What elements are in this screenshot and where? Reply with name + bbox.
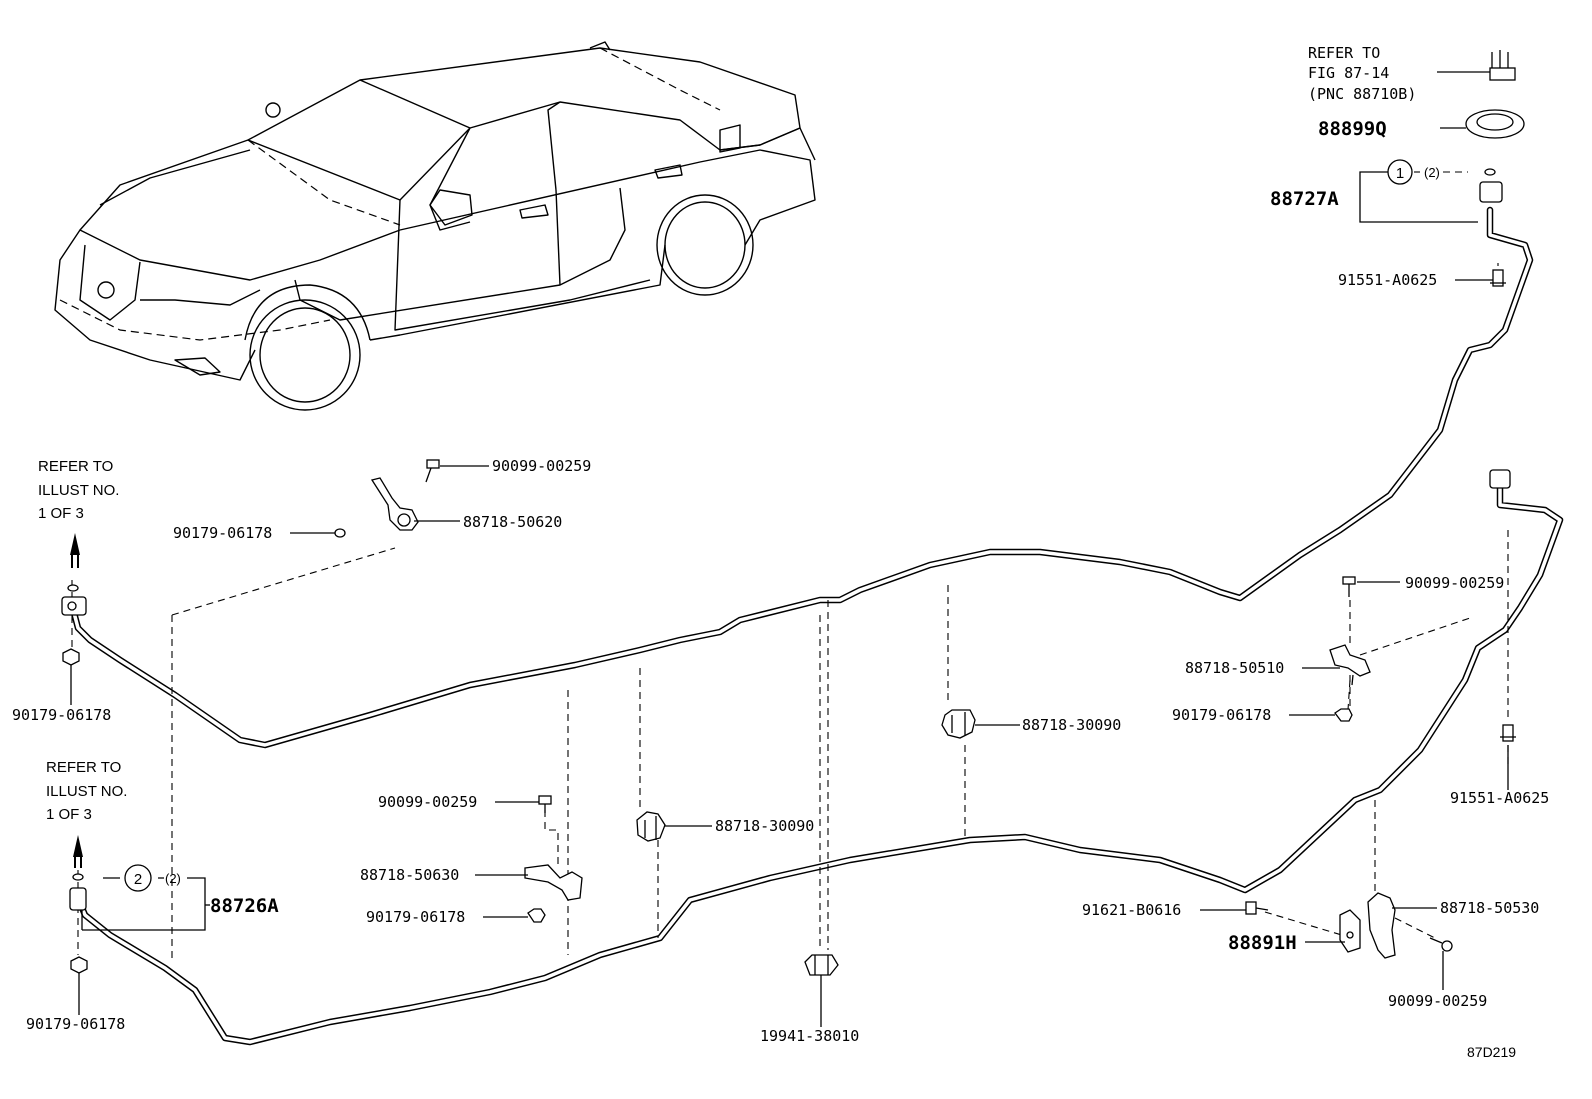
ref-circle-2: 2 (2) (124, 864, 181, 892)
ref-circle-1: 1 (2) (1387, 159, 1468, 185)
bolt-90099-c (538, 795, 552, 813)
clamp-88718-50620 (370, 477, 419, 531)
clamp-88718-50510 (1329, 644, 1371, 686)
clip-88718-30090-a (941, 709, 976, 739)
label-90099-c: 90099-00259 (378, 793, 477, 811)
label-90099-d: 90099-00259 (1388, 992, 1487, 1010)
upper-pipe (68, 206, 1534, 749)
svg-text:(PNC 88710B): (PNC 88710B) (1308, 85, 1416, 103)
clamp-88718-50530 (1367, 892, 1396, 959)
svg-text:ILLUST NO.: ILLUST NO. (46, 783, 127, 800)
label-91551-top: 91551-A0625 (1338, 271, 1437, 289)
clamp-88718-50630 (524, 864, 583, 901)
bolt-91551-right (1500, 724, 1516, 742)
nut-90179-left-upper (62, 648, 80, 666)
label-90099-a: 90099-00259 (492, 457, 591, 475)
label-91621: 91621-B0616 (1082, 901, 1181, 919)
clip-88718-30090-b (636, 811, 666, 842)
label-88718-50630: 88718-50630 (360, 866, 459, 884)
label-88726a: 88726A (210, 895, 279, 917)
svg-text:REFER TO: REFER TO (1308, 44, 1380, 62)
bolt-90099-d (1429, 937, 1453, 952)
vehicle-illustration (54, 41, 816, 411)
label-88718-30090-b: 88718-30090 (715, 817, 814, 835)
refer-note-left-lower: REFER TO ILLUST NO. 1 OF 3 (46, 759, 127, 823)
nut-90179-a (334, 528, 346, 538)
label-90179-b: 90179-06178 (12, 706, 111, 724)
label-91551-right: 91551-A0625 (1450, 789, 1549, 807)
svg-text:1: 1 (1396, 165, 1404, 182)
label-90179-c: 90179-06178 (1172, 706, 1271, 724)
bolt-91621 (1245, 901, 1269, 915)
refer-note-left-upper: REFER TO ILLUST NO. 1 OF 3 (38, 458, 119, 522)
svg-text:REFER TO: REFER TO (46, 759, 121, 776)
label-88718-50620: 88718-50620 (463, 513, 562, 531)
bracket-88891h (1339, 909, 1361, 953)
label-90179-d: 90179-06178 (366, 908, 465, 926)
bolt-91551-top (1490, 269, 1506, 287)
svg-text:2: 2 (134, 871, 142, 888)
o-ring-small-top (1484, 168, 1496, 176)
gasket-88899q (1465, 109, 1525, 139)
bolt-90099-b (1342, 576, 1356, 597)
svg-text:REFER TO: REFER TO (38, 458, 113, 475)
refer-note-top-right: REFER TO FIG 87-14 (PNC 88710B) (1308, 44, 1416, 103)
svg-text:1 OF 3: 1 OF 3 (38, 505, 84, 522)
svg-text:(2): (2) (1424, 165, 1440, 180)
pipe-fitting-top (1479, 181, 1503, 203)
figure-id: 87D219 (1467, 1044, 1516, 1060)
nut-90179-left-lower (70, 956, 88, 974)
svg-text:1 OF 3: 1 OF 3 (46, 806, 92, 823)
lower-pipe (74, 474, 1564, 1046)
bolt-90099-a (425, 459, 440, 483)
arrow-up-icon-upper (70, 533, 80, 568)
label-88727a: 88727A (1270, 188, 1339, 210)
arrow-up-icon-lower (73, 835, 83, 868)
label-88899q: 88899Q (1318, 118, 1387, 140)
expansion-valve-connector (1489, 50, 1516, 81)
leader-lines (70, 71, 1509, 1027)
pipe-fitting-right (1489, 469, 1511, 489)
clip-19941-38010 (804, 954, 839, 976)
nut-90179-c (1334, 708, 1353, 722)
label-19941: 19941-38010 (760, 1027, 859, 1045)
label-90099-b: 90099-00259 (1405, 574, 1504, 592)
pipe-fitting-left-upper (61, 584, 87, 616)
label-88718-50530: 88718-50530 (1440, 899, 1539, 917)
pipe-fitting-left-lower (69, 873, 87, 911)
svg-text:FIG 87-14: FIG 87-14 (1308, 64, 1389, 82)
installation-guides (71, 263, 1509, 960)
label-88718-30090-a: 88718-30090 (1022, 716, 1121, 734)
label-88718-50510: 88718-50510 (1185, 659, 1284, 677)
label-88891h: 88891H (1228, 932, 1297, 954)
label-90179-a: 90179-06178 (173, 524, 272, 542)
nut-90179-d (527, 908, 546, 923)
svg-text:(2): (2) (165, 871, 181, 886)
label-90179-e: 90179-06178 (26, 1015, 125, 1033)
svg-text:ILLUST NO.: ILLUST NO. (38, 482, 119, 499)
